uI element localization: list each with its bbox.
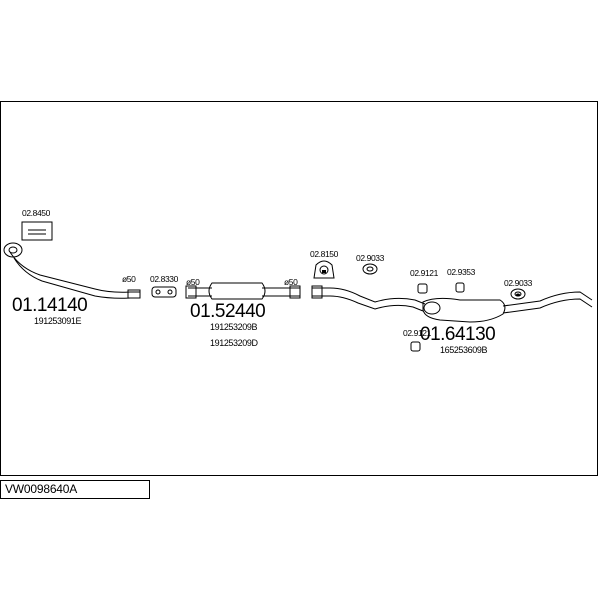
diagram-code: VW0098640A [5,482,78,496]
label-02-8150: 02.8150 [310,249,339,259]
diameter-label-1: ø50 [122,274,136,284]
oem-number-2b: 191253209D [210,338,258,348]
hanger-02-9033 [362,263,378,275]
clamp-02-8330 [151,286,177,298]
label-02-8450: 02.8450 [22,208,51,218]
label-02-9121-top: 02.9121 [410,268,439,278]
rear-section [311,285,593,323]
label-02-8330: 02.8330 [150,274,179,284]
diameter-label-3: ø50 [284,277,298,287]
diameter-label-2: ø50 [186,277,200,287]
label-02-9033: 02.9033 [356,253,385,263]
bracket-02-8450 [21,221,53,241]
label-02-9033-rear: 02.9033 [504,278,533,288]
part-number-2: 01.52440 [190,301,265,322]
hanger-02-8150 [313,260,335,279]
label-02-9353: 02.9353 [447,267,476,277]
diagram-frame [0,101,598,476]
front-pipe [3,242,141,299]
hanger-02-9121-top [417,283,428,294]
hanger-02-9353 [455,282,465,293]
center-muffler [185,282,301,300]
diagram-code-box: VW0098640A [0,480,150,499]
hanger-02-9121-bottom [410,341,421,352]
part-number-3: 01.64130 [420,324,495,345]
oem-number-3: 165253609B [440,345,487,355]
label-02-9121-bottom: 02.9121 [403,328,432,338]
oem-number-2a: 191253209B [210,322,257,332]
oem-number-1: 191253091E [34,316,81,326]
part-number-1: 01.14140 [12,295,87,316]
